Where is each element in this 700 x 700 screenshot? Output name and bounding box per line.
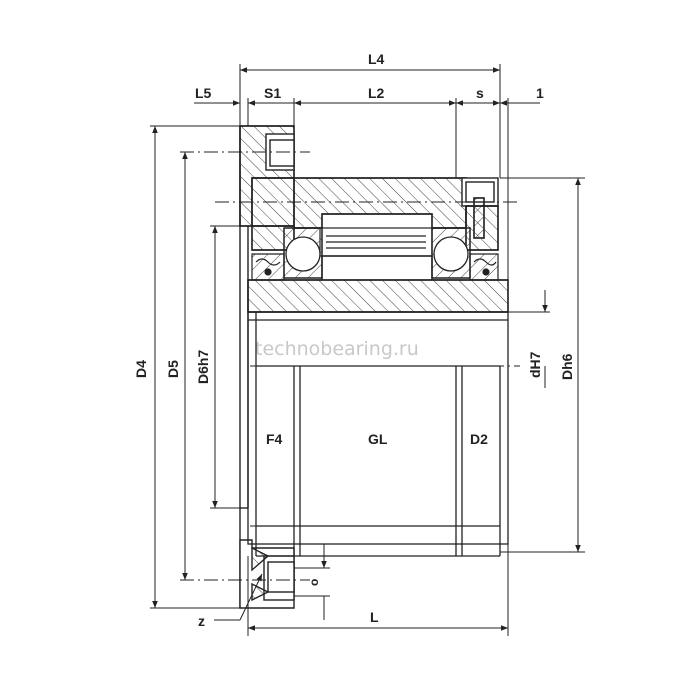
label-L: L (370, 609, 379, 625)
label-dH7: dH7 (527, 351, 543, 378)
label-L4: L4 (368, 51, 385, 67)
label-S1: S1 (264, 85, 281, 101)
seal-left (251, 253, 285, 281)
label-o: o (307, 579, 321, 586)
label-D5: D5 (165, 360, 181, 378)
label-Dh6: Dh6 (559, 353, 575, 380)
ball-bearing-right (431, 227, 471, 279)
label-L5: L5 (195, 85, 212, 101)
label-D2: D2 (470, 431, 488, 447)
center-lines (180, 151, 520, 581)
label-GL: GL (368, 431, 388, 447)
sprag-cage (319, 227, 433, 257)
label-F4: F4 (266, 431, 283, 447)
label-D6h7: D6h7 (195, 350, 211, 384)
ball-bearing-left (283, 227, 323, 279)
label-z: z (198, 613, 205, 629)
label-D4: D4 (133, 360, 149, 378)
seal-right (469, 253, 499, 281)
label-L2: L2 (368, 85, 385, 101)
label-1: 1 (536, 85, 544, 101)
watermark-text: technobearing.ru (255, 338, 419, 360)
label-s: s (476, 85, 484, 101)
dimension-lines (150, 64, 585, 636)
